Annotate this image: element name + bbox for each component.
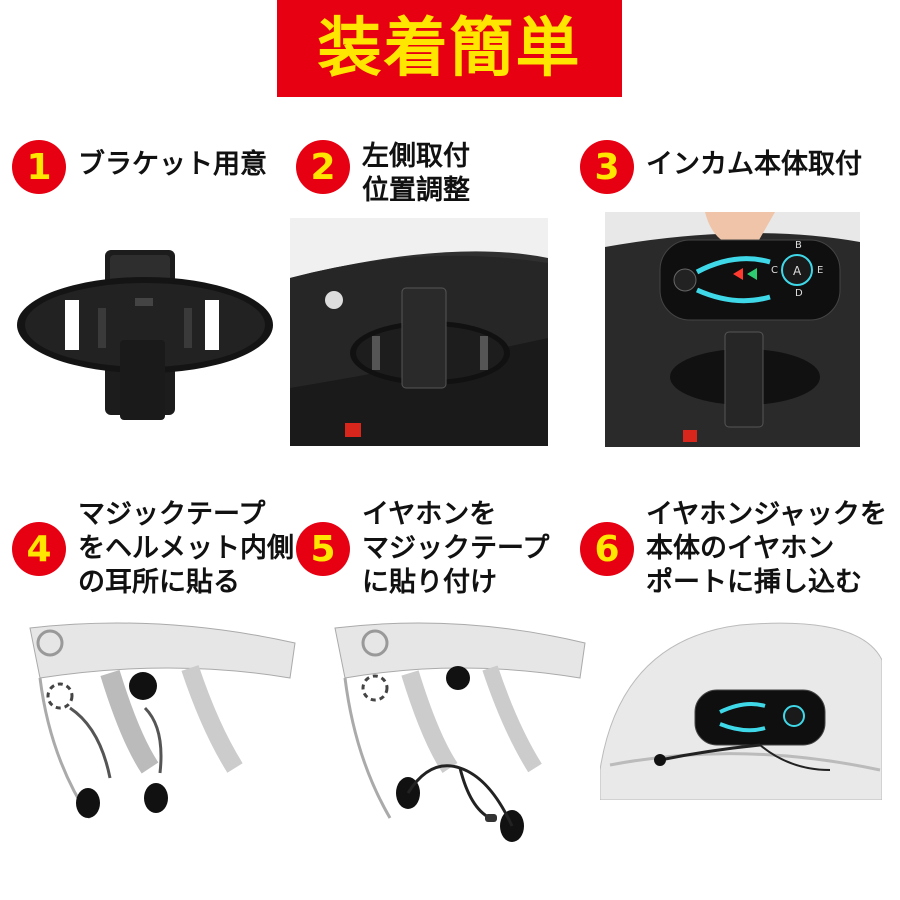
step-number-badge: 5 bbox=[296, 522, 350, 576]
step-label: イヤホンジャックを 本体のイヤホン ポートに挿し込む bbox=[646, 499, 887, 598]
device-button-b: B bbox=[795, 240, 802, 251]
step-3: 3 インカム本体取付 bbox=[580, 140, 862, 194]
bracket-mounted-image bbox=[290, 218, 548, 446]
step-2: 2 左側取付 位置調整 bbox=[296, 140, 470, 208]
device-button-c: C bbox=[771, 265, 778, 276]
step-label: ブラケット用意 bbox=[78, 149, 267, 180]
step-label: イヤホンを マジックテープ に貼り付け bbox=[362, 499, 550, 598]
step-5: 5 イヤホンを マジックテープ に貼り付け bbox=[296, 498, 549, 600]
step-number-badge: 6 bbox=[580, 522, 634, 576]
earphone-attach-image bbox=[330, 618, 590, 848]
step-number-badge: 4 bbox=[12, 522, 66, 576]
step-6: 6 イヤホンジャックを 本体のイヤホン ポートに挿し込む bbox=[580, 498, 887, 600]
device-button-e: E bbox=[817, 265, 823, 276]
step-1: 1 ブラケット用意 bbox=[12, 140, 267, 194]
helmet-velcro-image bbox=[20, 618, 300, 848]
earphone-jack-image bbox=[600, 620, 882, 800]
step-number-badge: 3 bbox=[580, 140, 634, 194]
bracket-image bbox=[10, 230, 280, 430]
step-4: 4 マジックテープ をヘルメット内側 の耳所に貼る bbox=[12, 498, 294, 600]
step-number-badge: 1 bbox=[12, 140, 66, 194]
step-label: 左側取付 位置調整 bbox=[362, 141, 470, 206]
device-button-a: A bbox=[793, 264, 802, 278]
step-number-badge: 2 bbox=[296, 140, 350, 194]
intercom-attached-image: A B C D E bbox=[605, 212, 860, 447]
title-banner: 装着簡単 bbox=[277, 0, 622, 97]
step-label: インカム本体取付 bbox=[646, 149, 862, 180]
page-title: 装着簡単 bbox=[317, 11, 582, 86]
device-button-d: D bbox=[795, 288, 803, 299]
step-label: マジックテープ をヘルメット内側 の耳所に貼る bbox=[78, 499, 294, 598]
